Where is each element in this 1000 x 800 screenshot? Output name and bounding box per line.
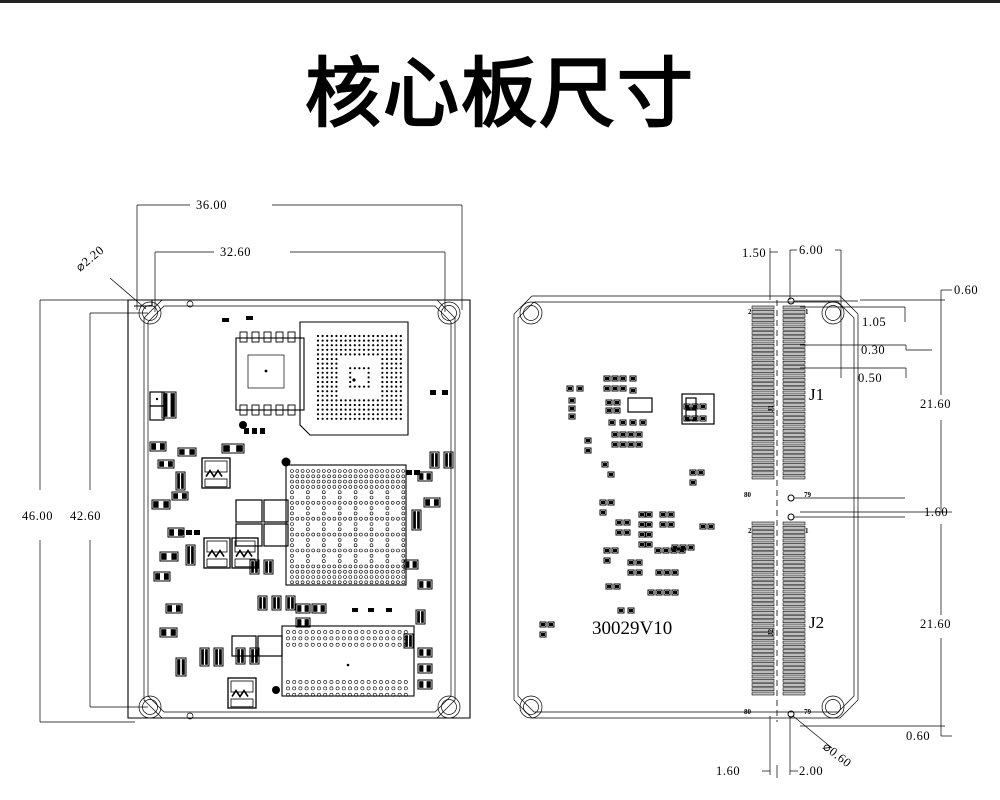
- j2-pin-top-left: 2: [748, 527, 752, 535]
- back-smd-pads: [539, 375, 715, 638]
- j2-center-mark: J2: [767, 629, 775, 637]
- dim-overall-height: 46.00: [22, 509, 53, 523]
- silkscreen-label: 30029V10: [592, 618, 672, 639]
- j2-label: J2: [809, 613, 824, 632]
- dim-bottom-right: 2.00: [799, 764, 823, 778]
- j2-pin-bottom-right: 79: [804, 708, 812, 716]
- dim-pad-offset-a: 1.05: [862, 315, 886, 329]
- dim-left-offset: 1.50: [742, 246, 766, 260]
- dim-hole-span-height: 42.60: [70, 509, 101, 523]
- dim-connector-height-bottom: 21.60: [920, 617, 951, 631]
- back-view: 30029V10 2 1 80 79 J1 J1 2 1 80 79 J2 J2: [513, 295, 859, 722]
- dim-pad-hole-diameter: ⌀0.60: [820, 739, 854, 770]
- j1-pin-bottom-left: 80: [744, 491, 752, 499]
- page-title: 核心板尺寸: [305, 49, 695, 138]
- dim-pad-width: 0.30: [861, 343, 885, 357]
- back-mounting-holes: [519, 301, 845, 719]
- front-via-field-upper: [281, 457, 407, 586]
- front-pad-field-lower: [272, 625, 415, 697]
- connector-j2: 2 1 80 79 J2 J2: [744, 521, 824, 716]
- dim-bottom-left: 1.60: [716, 764, 740, 778]
- top-border: [0, 0, 1000, 3]
- front-board-outline: [127, 299, 471, 719]
- dim-overall-width: 36.00: [196, 198, 227, 212]
- front-qfp-chip: [235, 331, 305, 429]
- connector-j1: 2 1 80 79 J1 J1: [744, 300, 824, 722]
- dim-connector-gap: 1.60: [924, 505, 948, 519]
- dim-connector-pitch-span: 6.00: [799, 243, 823, 257]
- bga-ball-array: [316, 334, 402, 420]
- front-view: [127, 299, 471, 720]
- front-inductors: [201, 457, 289, 709]
- front-smd-components: [149, 316, 454, 690]
- j1-label: J1: [809, 385, 824, 404]
- j1-center-mark: J1: [767, 405, 775, 413]
- connector-reference-holes: [787, 297, 905, 718]
- j2-pin-bottom-left: 80: [744, 708, 752, 716]
- j2-pin-top-right: 1: [805, 527, 809, 535]
- dim-hole-span-width: 32.60: [220, 245, 251, 259]
- j1-pin-top-right: 1: [805, 308, 809, 316]
- front-dimensions: 36.00 32.60 46.00 42.60 ⌀2.20: [22, 198, 463, 723]
- back-board-outline: [513, 295, 859, 719]
- dim-edge-top: 0.60: [954, 283, 978, 297]
- dim-pad-offset-b: 0.50: [858, 371, 882, 385]
- j1-pin-bottom-right: 79: [804, 491, 812, 499]
- j1-pin-top-left: 2: [748, 308, 752, 316]
- dim-hole-diameter: ⌀2.20: [73, 243, 107, 275]
- front-bga-chip: [299, 321, 409, 436]
- dim-connector-height-top: 21.60: [920, 397, 951, 411]
- dim-edge-bottom: 0.60: [906, 729, 930, 743]
